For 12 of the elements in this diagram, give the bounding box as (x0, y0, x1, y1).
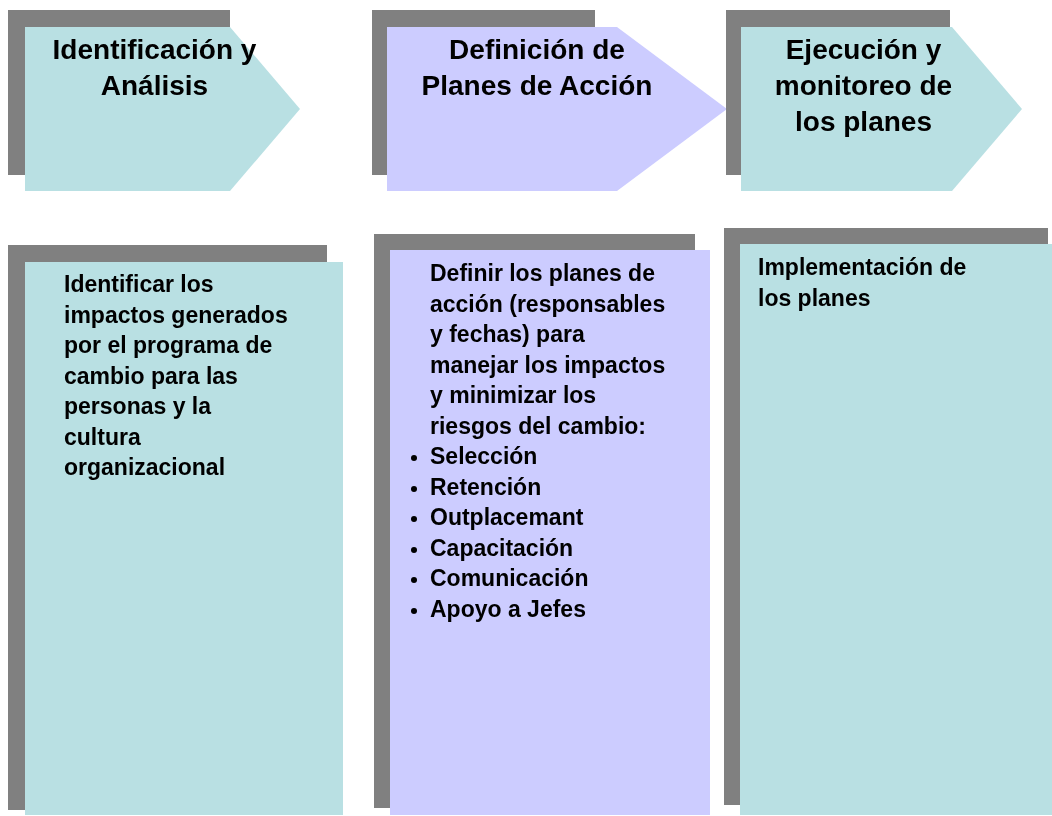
bullet-item: Apoyo a Jefes (430, 594, 586, 624)
stage-title: Ejecución y monitoreo de los planes (773, 33, 954, 139)
stage-title: Identificación y Análisis (51, 33, 258, 103)
description-text: Identificar los impactos generados por el programa de cambio para las personas y la cultura organizacional (64, 270, 289, 482)
description-text: Implementación de los planes (758, 253, 968, 313)
bullet-item: Outplacemant (430, 503, 584, 532)
description-text: Definir los planes de acción (responsables y fechas) para manejar los impactos y minimizar los riesgos del cambio: (430, 259, 667, 441)
bullet-item: Capacitación (430, 533, 574, 563)
stage-title: Definición de Planes de Acción (420, 33, 654, 103)
bullet-item: Comunicación (430, 564, 589, 593)
bullet-item: Retención (430, 472, 542, 502)
bullet-item: Selección (430, 442, 538, 471)
